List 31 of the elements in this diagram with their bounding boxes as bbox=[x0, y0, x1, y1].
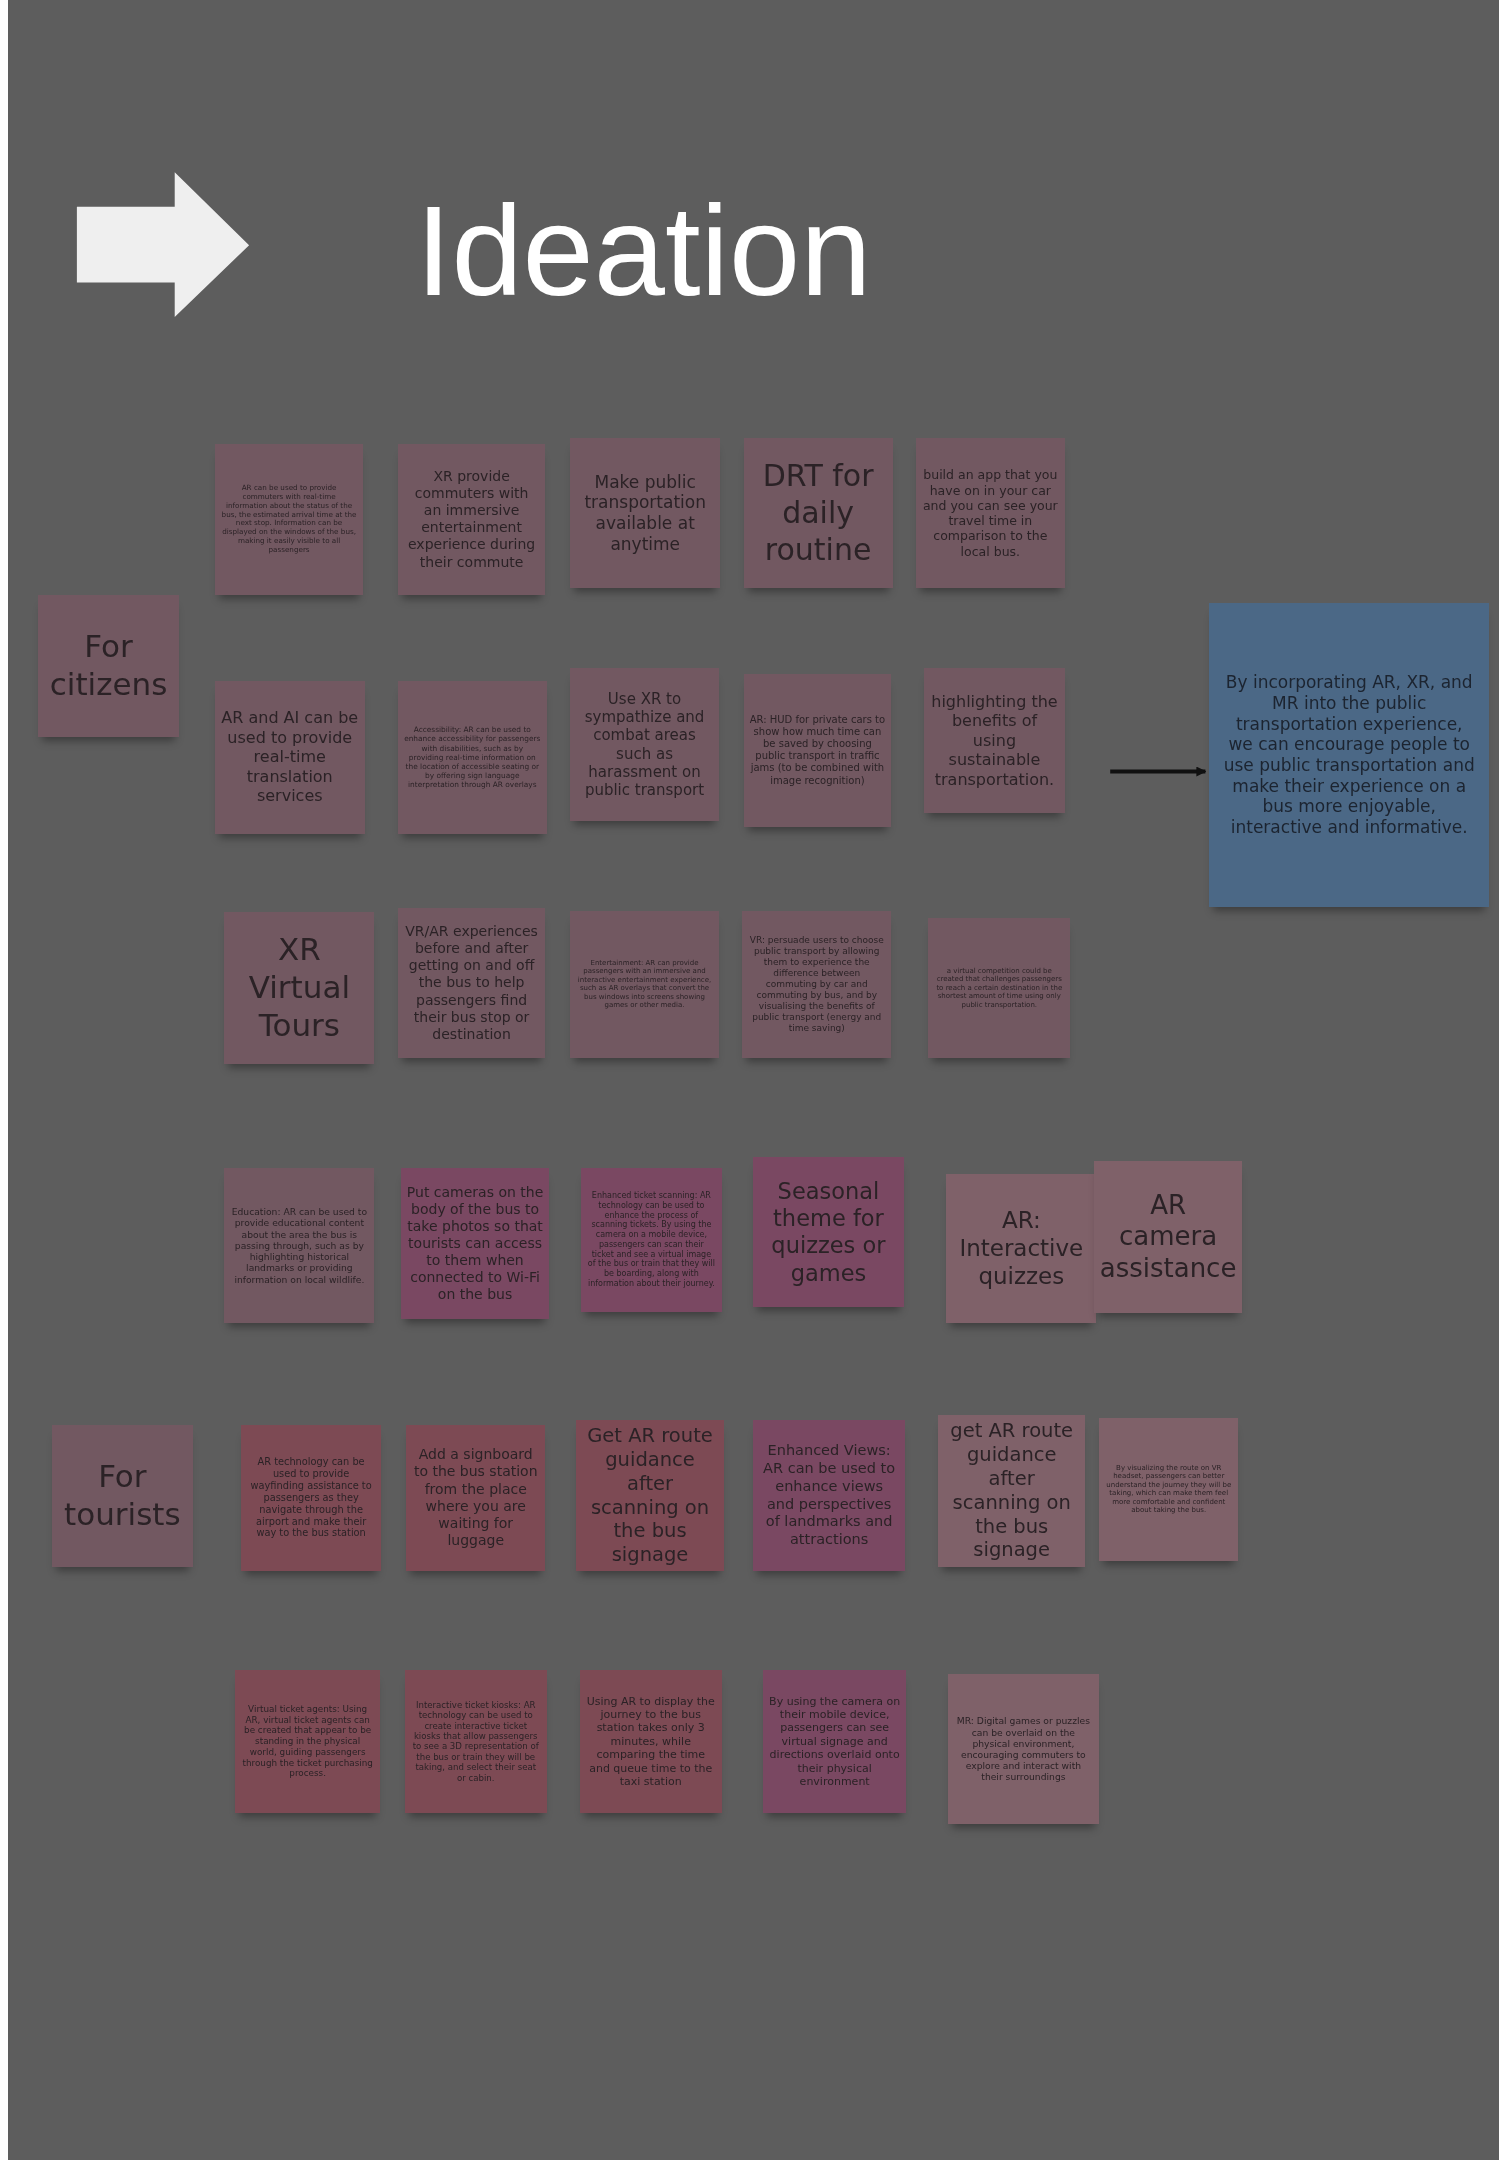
group-label: For tourists bbox=[52, 1424, 193, 1567]
sticky-note: Using AR to display the journey to the bus station takes only 3 minutes, while comparing the time and queue time to the taxi station bbox=[579, 1669, 722, 1814]
sticky-note: VR: persuade users to choose public transport by allowing them to experience the difference between commuting by car and commuting by bus, and by visualising the benefits of public transport (energy and time saving) bbox=[742, 910, 892, 1059]
sticky-note: Make public transportation available at anytime bbox=[570, 438, 721, 589]
sticky-note: Enhanced ticket scanning: AR technology can be used to enhance the process of scanning tickets. By using the camera on a mobile device, passengers can scan their ticket and see a virtual image of the bus or train that they will be boarding, along with information about their journey. bbox=[581, 1168, 722, 1312]
summary-note: By incorporating AR, XR, and MR into the public transportation experience, we can encourage people to use public transportation and make their experience on a bus more enjoyable, interactive and informative. bbox=[1209, 603, 1490, 907]
sticky-note: build an app that you have on in your car and you can see your travel time in comparison to the local bus. bbox=[915, 438, 1065, 589]
sticky-note: Virtual ticket agents: Using AR, virtual ticket agents can be created that appear to be standing in the physical world, guiding passengers through the ticket purchasing process. bbox=[235, 1669, 380, 1814]
sticky-note: Enhanced Views: AR can be used to enhance views and perspectives of landmarks and attractions bbox=[753, 1420, 905, 1571]
sticky-note: DRT for daily routine bbox=[743, 438, 893, 589]
sticky-note: get AR route guidance after scanning on the bus signage bbox=[938, 1414, 1086, 1567]
arrow bbox=[1110, 766, 1207, 777]
sticky-note: Put cameras on the body of the bus to take photos so that tourists can access to them when connected to Wi-Fi on the bus bbox=[400, 1168, 550, 1319]
sticky-note: XR Virtual Tours bbox=[224, 912, 375, 1064]
sticky-note: VR/AR experiences before and after getting on and off the bus to help passengers find their bus stop or destination bbox=[397, 907, 546, 1059]
sticky-note: AR: Interactive quizzes bbox=[946, 1173, 1097, 1323]
sticky-note: By using the camera on their mobile device, passengers can see virtual signage and directions overlaid onto their physical environment bbox=[763, 1669, 907, 1814]
group-label: For citizens bbox=[38, 595, 179, 738]
sticky-note: AR: HUD for private cars to show how much time can be saved by choosing public transport in traffic jams (to be combined with image recognition) bbox=[743, 673, 892, 827]
sticky-note: XR provide commuters with an immersive entertainment experience during their commute bbox=[397, 443, 546, 596]
sticky-note: Interactive ticket kiosks: AR technology can be used to create interactive ticket kiosks that allow passengers to see a 3D representation of the bus or train they will be taking, and select their seat or cabin. bbox=[404, 1669, 547, 1814]
sticky-note: MR: Digital games or puzzles can be overlaid on the physical environment, encouraging commuters to explore and interact with their surroundings bbox=[947, 1673, 1100, 1825]
title: Ideation bbox=[415, 187, 872, 316]
sticky-note: Use XR to sympathize and combat areas such as harassment on public transport bbox=[570, 668, 719, 822]
sticky-note: highlighting the benefits of using sustainable transportation. bbox=[924, 668, 1065, 813]
sticky-note: AR technology can be used to provide wayfinding assistance to passengers as they navigate through the airport and make their way to the bus station bbox=[240, 1424, 382, 1571]
sticky-note: Get AR route guidance after scanning on the bus signage bbox=[575, 1420, 725, 1571]
sticky-note: AR and AI can be used to provide real-time translation services bbox=[214, 680, 365, 834]
sticky-note: Add a signboard to the bus station from the place where you are waiting for luggage bbox=[406, 1424, 546, 1571]
sticky-note: Seasonal theme for quizzes or games bbox=[753, 1157, 904, 1308]
sticky-note: AR camera assistance bbox=[1093, 1161, 1243, 1313]
